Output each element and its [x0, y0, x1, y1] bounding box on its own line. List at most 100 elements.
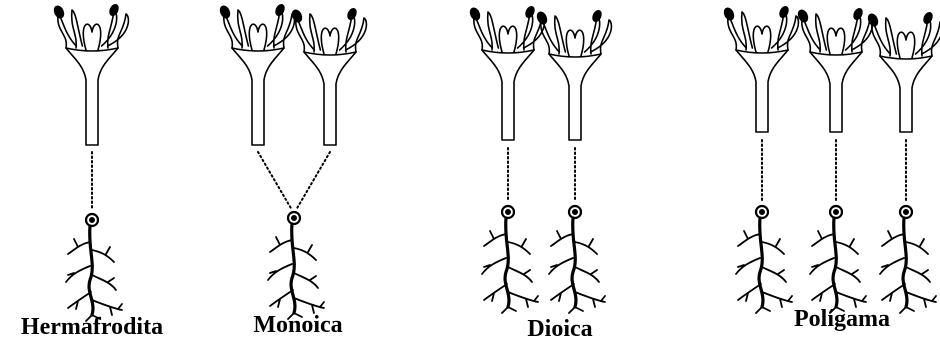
pistil	[566, 30, 583, 56]
root-branch	[66, 266, 90, 282]
root-branch	[882, 231, 904, 246]
anther	[347, 8, 358, 21]
flower-rim	[66, 48, 118, 51]
root-branch	[762, 267, 786, 282]
root-main	[89, 226, 93, 315]
root-knob-center	[90, 218, 94, 222]
root-knob-center	[292, 216, 296, 220]
anther	[723, 7, 735, 21]
root-branch	[551, 231, 573, 246]
pistil	[753, 26, 770, 52]
root-branch	[738, 284, 761, 301]
root-branch	[294, 298, 324, 313]
root-branch	[484, 231, 506, 246]
root-branch	[756, 307, 770, 313]
root-knob-center	[573, 210, 577, 214]
flower-rim	[736, 50, 788, 53]
root-branch	[270, 290, 293, 307]
anther	[469, 7, 481, 21]
root-main	[759, 218, 763, 307]
petal	[274, 14, 295, 48]
flower-tube	[66, 48, 118, 145]
root-knob-center	[506, 210, 510, 214]
anther	[779, 6, 790, 19]
flower-monoica-left	[219, 4, 295, 145]
root-branch	[812, 284, 835, 301]
flower-rim	[549, 54, 601, 57]
root-branch	[68, 239, 90, 254]
anther	[219, 5, 231, 19]
root-branch	[882, 284, 905, 301]
root-main	[291, 224, 295, 313]
root-branch	[736, 258, 760, 274]
root-poligama-1	[736, 206, 792, 313]
petal	[778, 16, 799, 50]
root-branch	[569, 307, 583, 313]
root-branch	[836, 267, 860, 282]
root-branch	[92, 247, 114, 262]
flower-dioica-right	[536, 10, 612, 140]
root-branch	[508, 239, 530, 254]
root-branch	[502, 307, 516, 313]
pistil	[249, 24, 266, 50]
flower-rim	[232, 48, 284, 51]
root-branch	[482, 258, 506, 274]
root-branch	[92, 275, 116, 290]
root-branch	[270, 237, 292, 252]
root-branch	[738, 231, 760, 246]
flower-tube	[232, 48, 284, 145]
root-branch	[880, 258, 904, 274]
root-dioica-right	[549, 206, 605, 313]
label-monoica: Monoica	[253, 312, 342, 339]
anther	[291, 9, 303, 23]
root-monoica	[268, 212, 324, 319]
root-branch	[812, 231, 834, 246]
anther	[53, 5, 65, 19]
root-branch	[268, 264, 292, 280]
root-main	[833, 218, 837, 307]
root-branch	[810, 258, 834, 274]
root-branch	[575, 239, 597, 254]
root-branch	[549, 258, 573, 274]
anther	[923, 12, 934, 25]
flower-monoica-right	[291, 8, 367, 145]
root-branch	[575, 292, 605, 307]
root-branch	[906, 239, 928, 254]
root-branch	[900, 307, 914, 313]
root-branch	[836, 292, 866, 307]
flower-hermafrodita	[53, 4, 129, 145]
anther	[275, 4, 286, 17]
root-poligama-2	[810, 206, 866, 313]
anther	[592, 10, 603, 23]
pistil	[499, 26, 516, 52]
petal	[591, 20, 612, 54]
root-branch	[484, 284, 507, 301]
flower-tube	[304, 52, 356, 145]
petal	[108, 14, 129, 48]
root-branch	[68, 292, 91, 309]
flower-rim	[810, 52, 862, 55]
root-knob-center	[904, 210, 908, 214]
anther	[525, 6, 536, 19]
pistil	[83, 24, 100, 50]
root-hermafrodita	[66, 214, 122, 321]
flower-tube	[736, 50, 788, 132]
root-branch	[762, 292, 792, 307]
anther	[853, 8, 864, 21]
anther	[109, 4, 120, 17]
pistil	[321, 28, 338, 54]
root-branch	[508, 267, 532, 282]
root-branch	[508, 292, 538, 307]
flower-poligama-2	[797, 8, 873, 132]
root-branch	[551, 284, 574, 301]
label-dioica: Dioica	[527, 316, 592, 343]
root-branch	[906, 292, 936, 307]
label-poligama: Polígama	[794, 306, 890, 333]
root-branch	[575, 267, 599, 282]
dotted-connector	[296, 152, 330, 210]
root-knob-center	[834, 210, 838, 214]
root-branch	[906, 267, 930, 282]
root-branch	[836, 239, 858, 254]
